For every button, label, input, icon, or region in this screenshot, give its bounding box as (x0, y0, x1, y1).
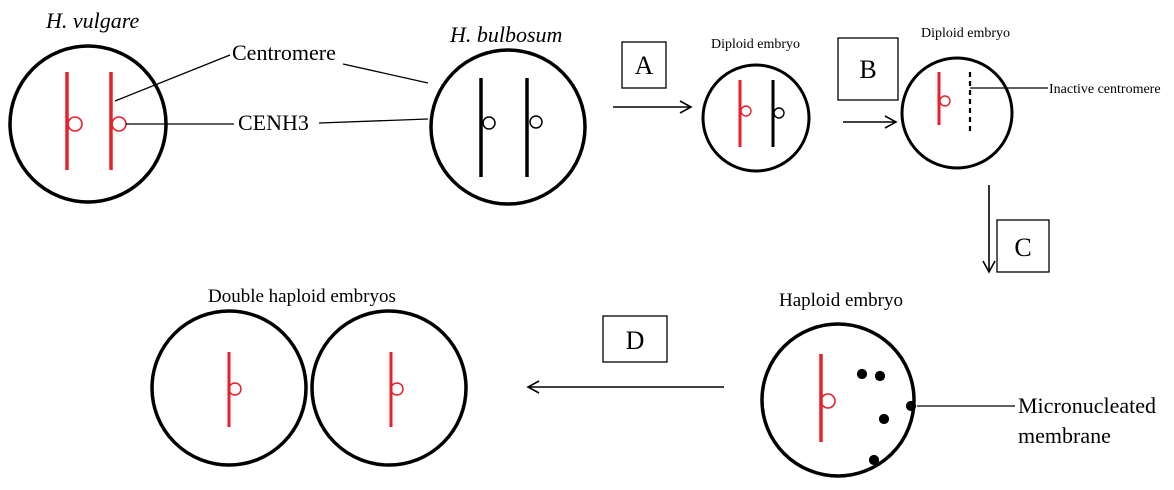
step-a-box (621, 41, 667, 89)
centromere-label: Centromere (232, 40, 336, 65)
diploid-cell-2 (900, 56, 1014, 170)
micronucleated-label-line1: Micronucleated (1018, 393, 1156, 418)
step-b-box (837, 37, 899, 101)
micronucleus (878, 413, 890, 425)
haploid-cenh3 (820, 393, 836, 409)
double-haploid-cell-left (150, 309, 308, 467)
micronucleated-label-line2: membrane (1018, 423, 1111, 448)
double-haploid-left-cenh3 (228, 382, 242, 396)
micronucleus (905, 400, 917, 412)
step-a-label: A (635, 51, 654, 80)
step-b-label: B (859, 55, 876, 84)
centromere-leader-right (342, 63, 429, 84)
diploid-cell-1 (701, 63, 811, 173)
inactive-centromere-label: Inactive centromere (1049, 82, 1161, 97)
cenh3-leader-right (318, 118, 429, 124)
bulbosum-cell (429, 48, 587, 206)
double-haploid-cell-right (310, 309, 468, 467)
bulbosum-centromere-right (529, 115, 543, 129)
diploid-2-title: Diploid embryo (921, 26, 1010, 41)
micronucleus (856, 368, 868, 380)
step-d-box (602, 315, 668, 363)
diploid-1-title: Diploid embryo (711, 37, 800, 52)
diploid-1-centromere (773, 107, 785, 119)
diploid-1-cenh3 (740, 105, 752, 117)
step-c-label: C (1014, 233, 1031, 262)
centromere-leader-left (114, 54, 231, 102)
diploid-2-cenh3 (939, 95, 951, 107)
bulbosum-centromere-left (482, 116, 496, 130)
vulgare-title: H. vulgare (45, 8, 140, 33)
vulgare-cenh3-right (111, 116, 127, 132)
micronuclei (856, 368, 917, 466)
haploid-title: Haploid embryo (779, 290, 903, 311)
step-d-label: D (626, 326, 645, 355)
double-haploid-title: Double haploid embryos (208, 286, 396, 307)
micronucleus (874, 370, 886, 382)
step-c-box (996, 219, 1050, 273)
double-haploid-right-cenh3 (390, 382, 404, 396)
bulbosum-title: H. bulbosum (449, 22, 562, 47)
cenh3-label: CENH3 (238, 110, 309, 135)
haploid-cell (760, 322, 917, 478)
micronucleus (868, 454, 880, 466)
vulgare-cenh3-left (67, 116, 83, 132)
